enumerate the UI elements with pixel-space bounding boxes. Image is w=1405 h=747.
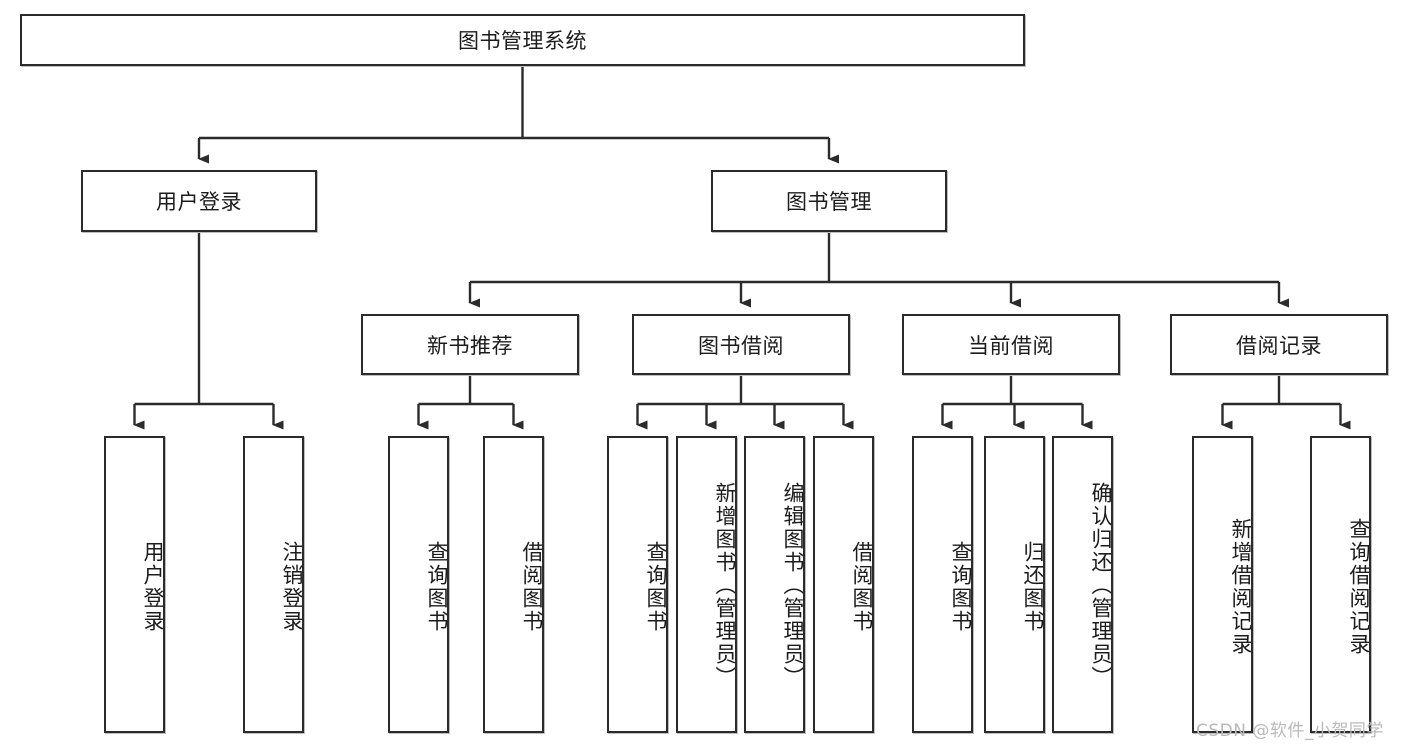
- node-leaf-add-book[interactable]: 新增图书（管理员）: [676, 436, 737, 733]
- node-label: 查询图书: [949, 540, 973, 633]
- node-book-borrow[interactable]: 图书借阅: [632, 314, 850, 375]
- node-leaf-add-record[interactable]: 新增借阅记录: [1192, 436, 1253, 733]
- node-label: 图书管理系统: [458, 29, 587, 53]
- node-label: 新增图书（管理员）: [713, 482, 737, 689]
- node-new-book-rec[interactable]: 新书推荐: [361, 314, 579, 375]
- node-borrow-record[interactable]: 借阅记录: [1170, 314, 1388, 375]
- node-label: 图书管理: [786, 190, 872, 214]
- node-leaf-query-book-2[interactable]: 查询图书: [607, 436, 668, 733]
- node-label: 查询图书: [644, 540, 668, 633]
- node-label: 用户登录: [141, 540, 165, 633]
- node-label: 借阅记录: [1236, 333, 1322, 358]
- node-leaf-query-book-1[interactable]: 查询图书: [388, 436, 449, 733]
- node-user-login[interactable]: 用户登录: [81, 170, 317, 232]
- node-leaf-borrow-book-2[interactable]: 借阅图书: [813, 436, 874, 733]
- node-leaf-borrow-book-1[interactable]: 借阅图书: [483, 436, 544, 733]
- node-label: 当前借阅: [968, 333, 1054, 358]
- node-leaf-edit-book[interactable]: 编辑图书（管理员）: [744, 436, 805, 733]
- node-label: 归还图书: [1021, 540, 1045, 633]
- node-label: 借阅图书: [520, 540, 544, 633]
- node-label: 新增借阅记录: [1229, 517, 1253, 656]
- node-leaf-query-book-3[interactable]: 查询图书: [912, 436, 973, 733]
- node-label: 借阅图书: [850, 540, 874, 633]
- node-book-manage[interactable]: 图书管理: [711, 170, 947, 232]
- node-label: 新书推荐: [427, 333, 513, 358]
- node-leaf-query-record[interactable]: 查询借阅记录: [1310, 436, 1371, 733]
- node-leaf-return-book[interactable]: 归还图书: [984, 436, 1045, 733]
- node-label: 确认归还（管理员）: [1089, 482, 1113, 689]
- node-label: 用户登录: [156, 190, 242, 214]
- node-label: 注销登录: [280, 540, 304, 633]
- node-label: 查询借阅记录: [1347, 517, 1371, 656]
- node-leaf-logout[interactable]: 注销登录: [243, 436, 304, 733]
- node-leaf-user-login[interactable]: 用户登录: [104, 436, 165, 733]
- node-label: 查询图书: [425, 540, 449, 633]
- node-current-borrow[interactable]: 当前借阅: [902, 314, 1120, 375]
- node-root[interactable]: 图书管理系统: [20, 14, 1025, 66]
- node-label: 编辑图书（管理员）: [781, 482, 805, 689]
- node-leaf-confirm-return[interactable]: 确认归还（管理员）: [1052, 436, 1113, 733]
- node-label: 图书借阅: [698, 333, 784, 358]
